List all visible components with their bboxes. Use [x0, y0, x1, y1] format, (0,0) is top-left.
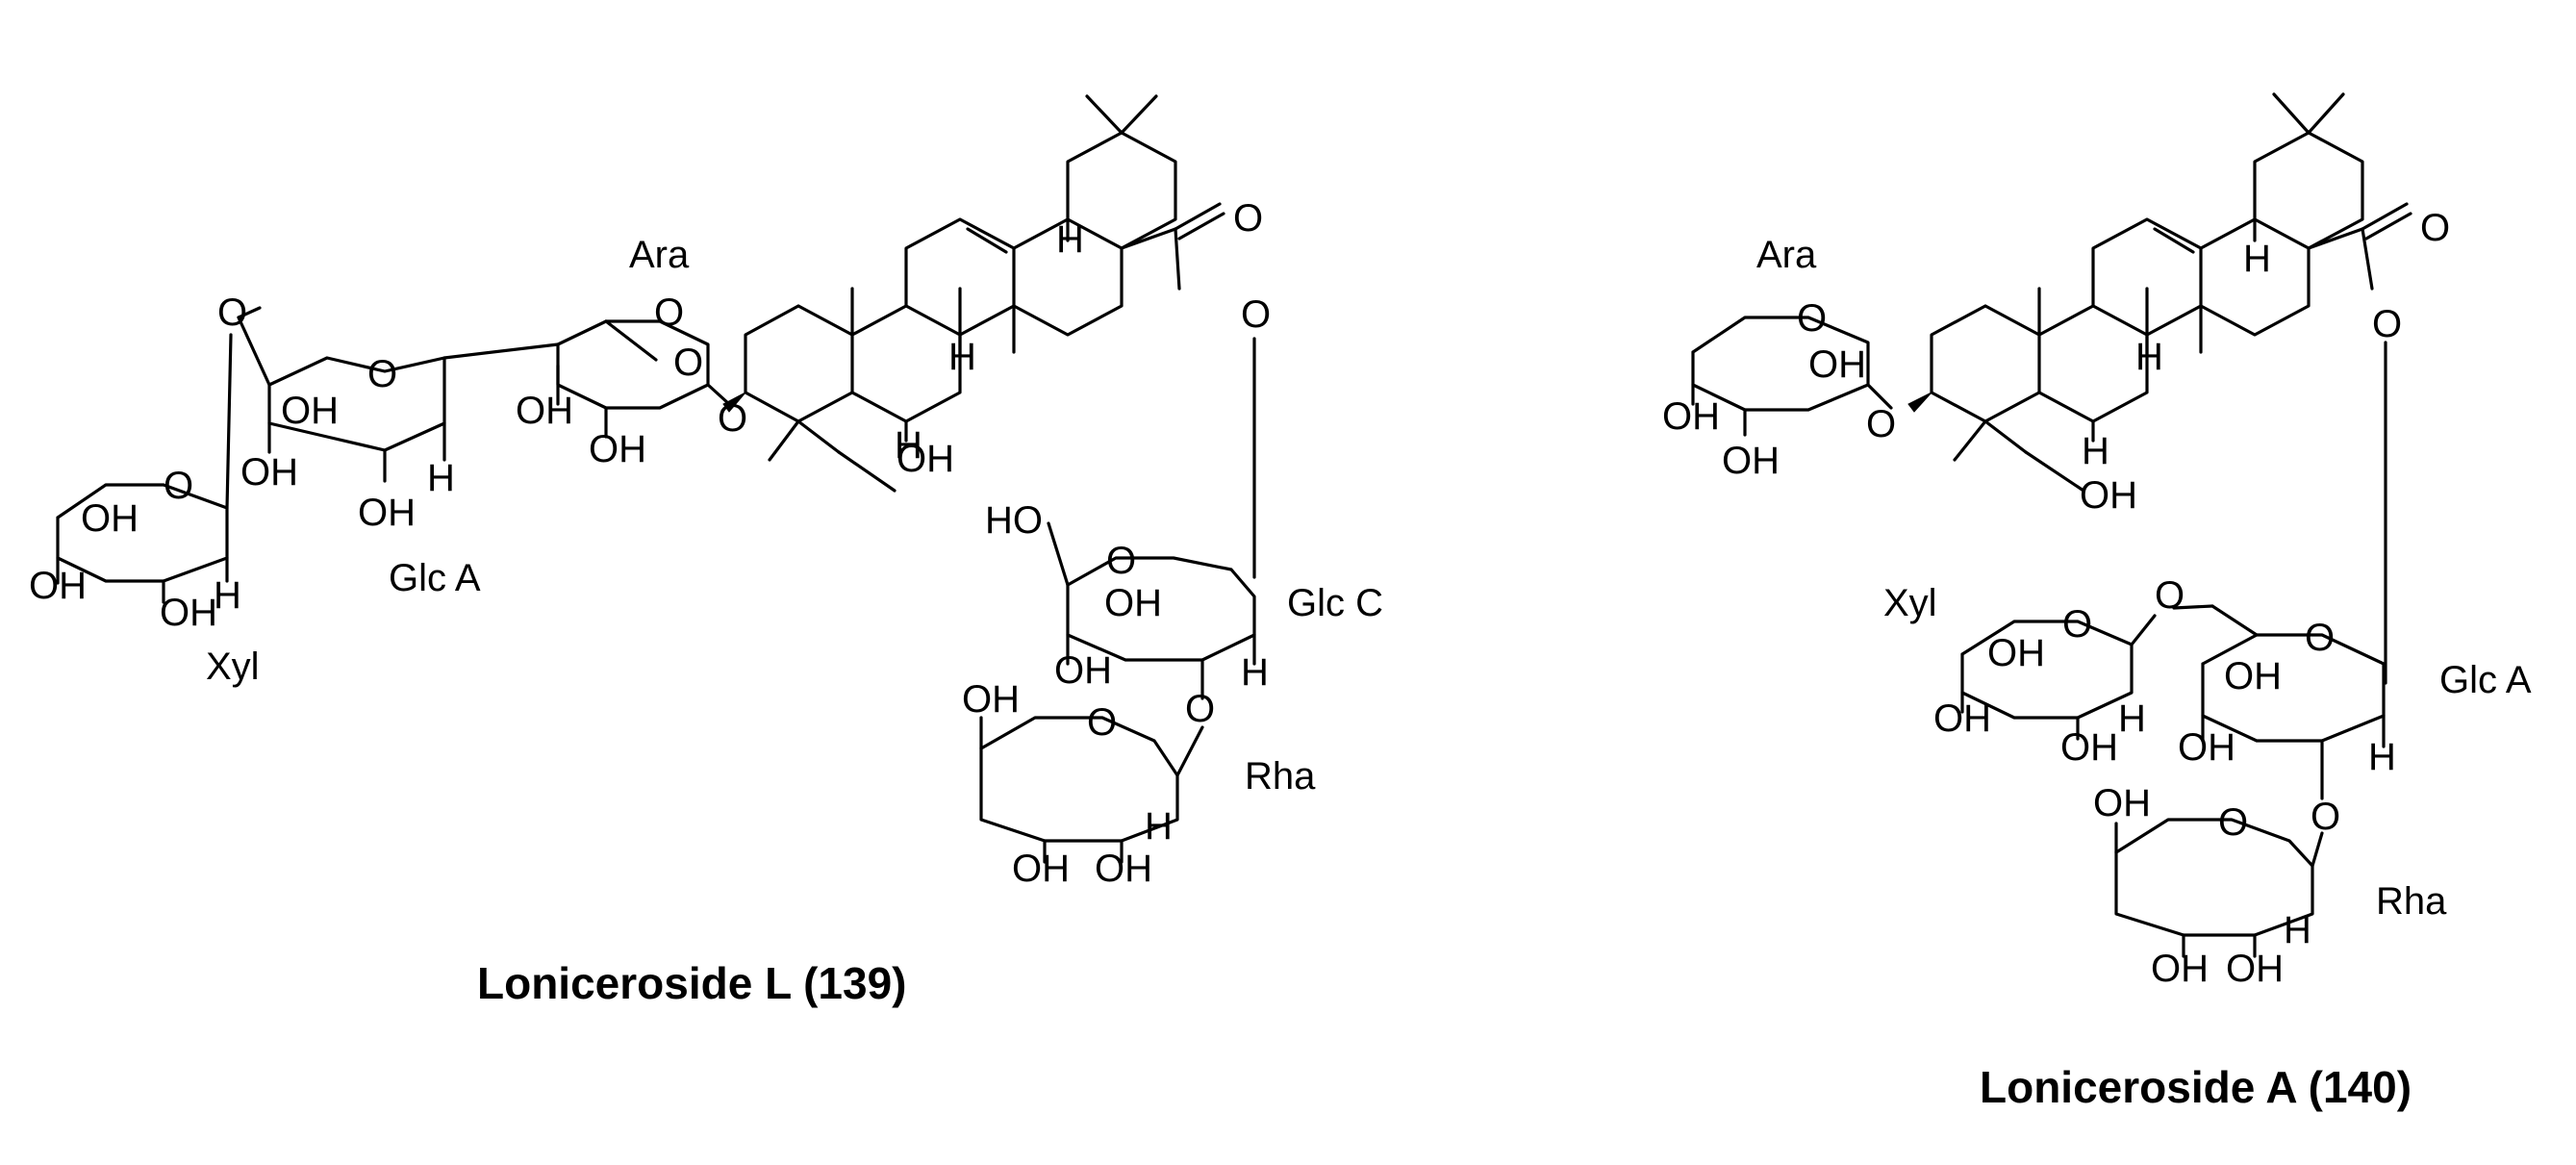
- xyl-oh-3: OH: [160, 592, 217, 634]
- triterpene-core-left: [722, 94, 1225, 493]
- compound-loniceroside-l: O O OH OH OH H O OH OH OH H O O OH OH O …: [29, 94, 1383, 1008]
- ara-oh-1-r: OH: [1808, 343, 1866, 386]
- xyl-oh-1: OH: [81, 497, 139, 540]
- rha-oh-1: OH: [962, 678, 1020, 721]
- c9-h: H: [948, 336, 976, 378]
- c18-h: H: [1056, 218, 1084, 261]
- xyl-h-r: H: [2118, 697, 2146, 740]
- rha-h: H: [1145, 805, 1173, 848]
- ara-aglycone-o-r: O: [1866, 403, 1896, 445]
- glca-ring-o-r: O: [2305, 617, 2335, 659]
- glcc-ring-o: O: [1106, 540, 1136, 582]
- c23-oh: OH: [897, 438, 954, 480]
- glca-oh-2: OH: [240, 451, 298, 494]
- ara-oh-2: OH: [589, 428, 646, 470]
- carbonyl-o: O: [1233, 197, 1263, 240]
- xyl-glc-link-o-r: O: [2155, 574, 2185, 617]
- rha-ring-right: [2114, 818, 2324, 958]
- ara-ring-left: [556, 319, 731, 439]
- glca-h-r: H: [2368, 736, 2396, 778]
- rha-oh-2: OH: [1012, 848, 1070, 890]
- rha-ring-o-r: O: [2218, 801, 2248, 844]
- rha-link-o: O: [1185, 688, 1215, 730]
- label-xyl: Xyl: [206, 646, 260, 688]
- glcc-ring-left: [1047, 521, 1256, 700]
- label-glc-a-r: Glc A: [2439, 659, 2532, 701]
- rha-ring-o: O: [1087, 701, 1117, 744]
- compound-loniceroside-a: O OH OH OH O OH H H H O O O O OH OH H O …: [1662, 92, 2532, 1112]
- xyl-oh-2-r: OH: [1933, 697, 1991, 740]
- ara-oh-2-r: OH: [1662, 395, 1720, 438]
- xyl-ring-o-r: O: [2062, 603, 2092, 646]
- compound-name-right: Loniceroside A (140): [1980, 1062, 2412, 1112]
- xyl-oh-2: OH: [29, 565, 87, 607]
- ara-aglycone-o: O: [718, 397, 747, 440]
- rha-oh-2-r: OH: [2151, 948, 2209, 990]
- rha-oh-3: OH: [1095, 848, 1152, 890]
- glcc-ho: HO: [985, 499, 1043, 542]
- rha-ring-left: [979, 716, 1204, 864]
- glca-ring-left: [237, 306, 560, 483]
- xyl-h: H: [214, 574, 241, 617]
- ester-o-r: O: [2372, 303, 2402, 345]
- label-ara: Ara: [629, 234, 690, 276]
- glcc-h: H: [1241, 651, 1269, 694]
- ara-ring-o: O: [654, 291, 684, 334]
- xyl-oh-1-r: OH: [1987, 632, 2045, 674]
- ester-o: O: [1241, 293, 1271, 336]
- c23-oh-r: OH: [2080, 474, 2137, 517]
- xyl-oh-3-r: OH: [2060, 726, 2118, 769]
- triterpene-core-right: [1907, 92, 2412, 493]
- glca-ring-o: O: [367, 353, 397, 395]
- xyl-ring-left: [56, 333, 233, 604]
- c9-h-r: H: [2135, 336, 2163, 378]
- rha-h-r: H: [2284, 909, 2311, 951]
- glca-oh-3: OH: [358, 492, 416, 534]
- glca-h: H: [427, 457, 455, 499]
- glca-oh-1-r: OH: [2224, 655, 2282, 697]
- label-rha: Rha: [1245, 755, 1316, 798]
- ara-ring-o-r: O: [1797, 297, 1827, 340]
- glcc-oh-1: OH: [1104, 582, 1162, 624]
- label-ara-r: Ara: [1756, 234, 1817, 276]
- xyl-ring-o: O: [164, 465, 193, 507]
- ara-oh-3-r: OH: [1722, 440, 1780, 482]
- ara-ring-right: [1691, 316, 1893, 437]
- label-xyl-r: Xyl: [1883, 582, 1937, 624]
- carbonyl-o-r: O: [2420, 207, 2450, 249]
- rha-link-o-r: O: [2311, 796, 2340, 838]
- label-rha-r: Rha: [2376, 880, 2447, 923]
- xyl-ring-right: [1960, 614, 2157, 741]
- ara-oh-1: OH: [516, 390, 573, 432]
- glca-oh-2-r: OH: [2178, 726, 2235, 769]
- c5-h: H: [895, 424, 922, 467]
- rha-oh-3-r: OH: [2226, 948, 2284, 990]
- c5-h-r: H: [2082, 430, 2109, 472]
- c18-h-r: H: [2243, 238, 2271, 280]
- xyl-glc-link-o: O: [217, 291, 247, 334]
- glca-ring-right: [2172, 604, 2386, 800]
- ara-bridge-o: O: [673, 342, 703, 384]
- glca-oh-1: OH: [281, 390, 339, 432]
- label-glc-a: Glc A: [389, 557, 481, 599]
- compound-name-left: Loniceroside L (139): [477, 958, 907, 1008]
- label-glc-c: Glc C: [1287, 582, 1383, 624]
- glcc-oh-2: OH: [1054, 649, 1112, 692]
- rha-oh-1-r: OH: [2093, 782, 2151, 824]
